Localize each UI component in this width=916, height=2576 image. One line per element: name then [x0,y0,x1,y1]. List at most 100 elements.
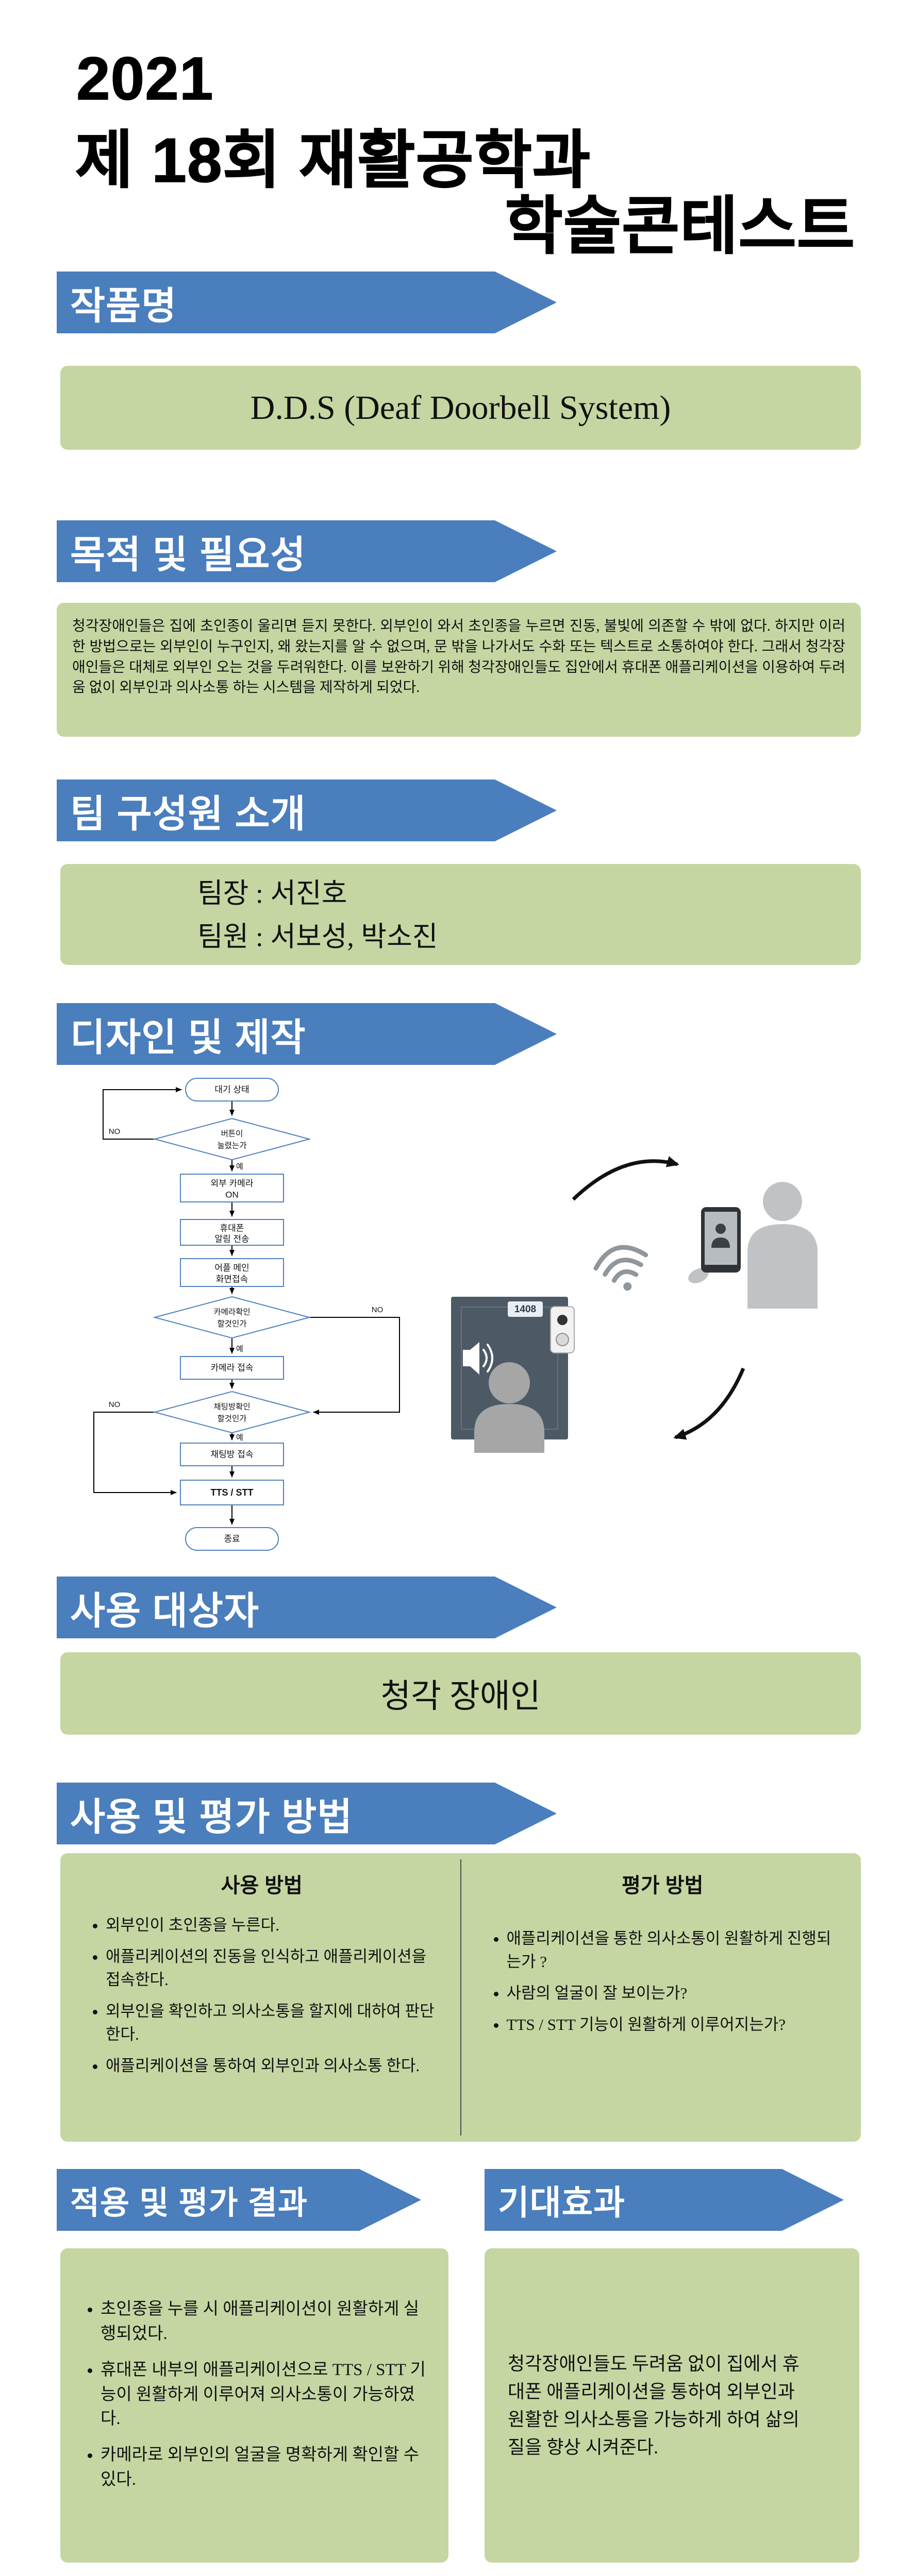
work-title-text: D.D.S (Deaf Doorbell System) [250,388,671,427]
list-item: 카메라로 외부인의 얼굴을 명확하게 확인할 수 있다. [101,2443,434,2493]
section-banner-target-label: 사용 대상자 [70,1589,259,1632]
section-banner-team: 팀 구성원 소개 [57,779,557,841]
flow-no-label: NO [109,1127,121,1136]
flow-no-loop [103,1087,182,1140]
section-banner-results: 적용 및 평가 결과 [57,2169,421,2231]
flow-node-camera-on [180,1174,284,1202]
flow-node-camera-connect-label: 카메라 접속 [211,1363,254,1373]
list-item: 사람의 얼굴이 잘 보이는가? [507,1982,841,2005]
flow-yes-label: 예 [236,1345,243,1353]
poster-year: 2021 [76,44,214,113]
flow-node-app-main [180,1258,284,1287]
flow-decision-button-pressed [153,1117,311,1161]
section-banner-purpose: 목적 및 필요성 [57,520,557,582]
speaker-icon [463,1342,493,1375]
flow-node-tts-stt [180,1480,284,1505]
team-box: 팀장 : 서진호 팀원 : 서보성, 박소진 [60,864,861,965]
door-number: 1408 [514,1304,536,1315]
section-banner-target: 사용 대상자 [57,1577,557,1638]
flow-node-wait-label: 대기 상태 [214,1085,249,1095]
usage-method-header: 사용 방법 [221,1874,303,1897]
list-item: 외부인을 확인하고 의사소통을 할지에 대하여 판단한다. [106,2000,440,2046]
purpose-box: 청각장애인들은 집에 초인종이 울리면 듣지 못한다. 외부인이 와서 초인종을… [57,603,861,737]
arrow-door-to-phone-icon [572,1156,679,1201]
flow-decision-check-camera-label: 할것인가 [217,1319,246,1329]
flowchart-area: 예 예 예 NO NO NO 대기 상태 버튼이 눌렸는가 외부 카메라 ON … [67,1074,438,1564]
list-item: 애플리케이션을 통하여 외부인과 의사소통 한다. [106,2055,440,2078]
flow-yes-label: 예 [236,1162,243,1171]
flow-node-wait [185,1078,279,1101]
hand [688,1268,709,1283]
flow-yes-label: 예 [236,1433,243,1442]
list-item: TTS / STT 기능이 원활하게 이루어지는가? [507,2013,841,2037]
system-illustration: 1408 [438,1123,866,1484]
list-item: 외부인이 초인종을 누른다. [106,1914,440,1937]
flow-decision-button-pressed-label: 눌렸는가 [217,1141,246,1150]
flow-node-app-main-label: 화면접속 [216,1275,248,1284]
poster-title-line2: 학술콘테스트 [505,191,855,262]
smartphone-icon [701,1207,741,1273]
list-item: 초인종을 누를 시 애플리케이션이 원활하게 실행되었다. [101,2297,434,2347]
eval-method-list: 애플리케이션을 통한 의사소통이 원활하게 진행되는가 ? 사람의 얼굴이 잘 … [485,1914,841,2037]
flow-no-label: NO [372,1306,384,1314]
section-banner-purpose-label: 목적 및 필요성 [70,533,306,576]
section-banner-design: 디자인 및 제작 [57,1003,557,1065]
target-box: 청각 장애인 [60,1652,861,1735]
work-title-box: D.D.S (Deaf Doorbell System) [60,366,861,450]
poster-title-line1: 제 18회 재활공학과 [75,125,591,196]
section-banner-work: 작품명 [57,272,557,333]
section-banner-team-label: 팀 구성원 소개 [70,792,306,835]
section-banner-effects: 기대효과 [485,2169,844,2231]
flow-decision-check-chat-label: 할것인가 [217,1414,246,1423]
flow-node-camera-on-label: ON [225,1190,239,1200]
column-divider [460,1859,461,2136]
flow-node-camera-on-label: 외부 카메라 [211,1179,254,1189]
results-box: 초인종을 누를 시 애플리케이션이 원활하게 실행되었다. 휴대폰 내부의 애플… [60,2248,448,2563]
effects-box: 청각장애인들도 두려움 없이 집에서 휴대폰 애플리케이션을 통하여 외부인과 … [485,2248,859,2563]
section-banner-work-label: 작품명 [70,284,177,327]
team-members: 팀원 : 서보성, 박소진 [197,921,438,952]
doorbell-camera-icon [550,1306,575,1353]
flow-node-app-main-label: 어플 메인 [214,1263,249,1273]
section-banner-results-label: 적용 및 평가 결과 [70,2185,308,2221]
section-banner-methods-label: 사용 및 평가 방법 [70,1795,353,1838]
flow-node-push-alert-label: 알림 전송 [214,1234,249,1244]
illustration-svg: 1408 [451,1156,818,1453]
flow-node-push-alert [180,1219,284,1246]
section-banner-methods: 사용 및 평가 방법 [57,1783,557,1844]
flow-no-branch-left [93,1412,177,1495]
purpose-text: 청각장애인들은 집에 초인종이 울리면 듣지 못한다. 외부인이 와서 초인종을… [72,618,845,696]
flow-no-label: NO [109,1400,121,1409]
usage-method-column: 사용 방법 외부인이 초인종을 누른다. 애플리케이션의 진동을 인식하고 애플… [60,1853,460,2142]
results-list: 초인종을 누를 시 애플리케이션이 원활하게 실행되었다. 휴대폰 내부의 애플… [79,2297,434,2493]
list-item: 애플리케이션의 진동을 인식하고 애플리케이션을 접속한다. [106,1945,440,1992]
flow-decision-check-chat-label: 채팅방확인 [213,1402,250,1412]
eval-method-header: 평가 방법 [622,1874,704,1897]
flow-node-camera-connect [180,1356,284,1380]
list-item: 애플리케이션을 통한 의사소통이 원활하게 진행되는가 ? [507,1927,841,1974]
methods-box: 사용 방법 외부인이 초인종을 누른다. 애플리케이션의 진동을 인식하고 애플… [60,1853,861,2142]
flow-node-chat-connect-label: 채팅방 접속 [211,1450,254,1460]
team-leader: 팀장 : 서진호 [197,878,347,909]
flowchart: 예 예 예 NO NO NO 대기 상태 버튼이 눌렸는가 외부 카메라 ON … [93,1078,400,1551]
resident-silhouette [688,1182,818,1309]
wifi-icon [593,1245,648,1291]
eval-method-column: 평가 방법 애플리케이션을 통한 의사소통이 원활하게 진행되는가 ? 사람의 … [461,1853,861,2142]
door-number-plate [508,1301,543,1317]
effects-text: 청각장애인들도 두려움 없이 집에서 휴대폰 애플리케이션을 통하여 외부인과 … [508,2353,800,2458]
section-banner-effects-label: 기대효과 [498,2183,625,2222]
flow-decision-check-camera [153,1296,311,1339]
target-text: 청각 장애인 [380,1678,541,1715]
flow-node-push-alert-label: 휴대폰 [220,1224,244,1233]
section-banner-design-label: 디자인 및 제작 [70,1015,306,1059]
flow-node-chat-connect [180,1443,284,1466]
flow-node-end-label: 종료 [224,1534,240,1544]
arrow-phone-to-door-icon [673,1367,745,1440]
visitor-silhouette [474,1362,544,1453]
flow-decision-button-pressed-label: 버튼이 [221,1129,243,1139]
flow-decision-check-chat [153,1391,311,1434]
usage-method-list: 외부인이 초인종을 누른다. 애플리케이션의 진동을 인식하고 애플리케이션을 … [84,1914,440,2078]
flow-no-branch-right [309,1317,400,1415]
flow-node-end [185,1527,279,1551]
list-item: 휴대폰 내부의 애플리케이션으로 TTS / STT 기능이 원활하게 이루어져… [101,2358,434,2432]
